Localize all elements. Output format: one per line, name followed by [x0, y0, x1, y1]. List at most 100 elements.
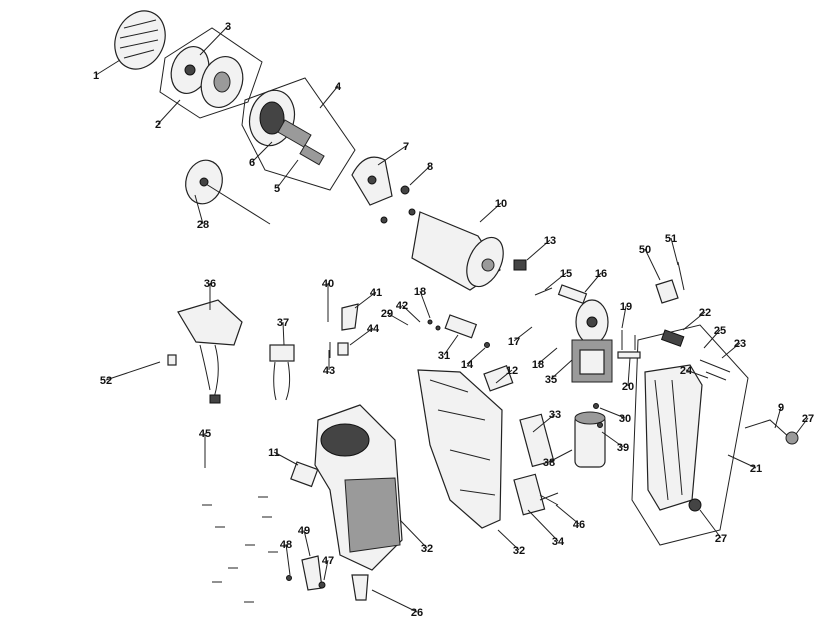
part-number-p11: 11 — [268, 447, 280, 459]
leader-line-p7 — [377, 145, 407, 166]
leader-line-p31 — [443, 334, 459, 356]
leader-line-p37 — [282, 321, 285, 346]
leader-line-p24 — [685, 369, 709, 379]
part-number-p27b: 27 — [715, 533, 727, 545]
part-number-p38: 38 — [543, 457, 555, 469]
part-number-p26: 26 — [411, 607, 423, 619]
leader-line-p3 — [199, 25, 229, 56]
part-number-p37: 37 — [277, 317, 289, 329]
part-number-p14: 14 — [461, 359, 474, 371]
part-number-p27: 27 — [802, 413, 814, 425]
part-number-p15: 15 — [560, 268, 572, 280]
part-number-p47: 47 — [322, 555, 334, 567]
leader-line-p12 — [495, 369, 513, 384]
leader-line-p27b — [699, 509, 722, 539]
leader-line-p48 — [285, 543, 291, 576]
leader-line-p18 — [419, 290, 431, 319]
part-number-p5: 5 — [274, 183, 280, 195]
housing-left — [314, 404, 403, 571]
part-number-p32: 32 — [421, 543, 433, 555]
part-number-p9: 9 — [778, 402, 784, 414]
part-number-p46: 46 — [573, 519, 585, 531]
leader-line-p49 — [303, 529, 311, 557]
leader-line-p27 — [795, 417, 809, 435]
part-number-p39: 39 — [617, 442, 629, 454]
part-number-p34: 34 — [552, 536, 565, 548]
part-number-p44: 44 — [367, 323, 380, 335]
part-number-p28: 28 — [197, 219, 209, 231]
housing-right — [417, 369, 503, 529]
leader-line-p5 — [276, 159, 299, 189]
part-number-p17: 17 — [508, 336, 520, 348]
switch-module — [269, 344, 295, 401]
part-number-p6: 6 — [249, 157, 255, 169]
leader-line-p16 — [584, 272, 602, 293]
part-number-p51: 51 — [665, 233, 677, 245]
part-number-p7: 7 — [403, 141, 409, 153]
leader-line-p32b — [497, 529, 520, 551]
part-number-p41: 41 — [370, 287, 382, 299]
part-number-p30: 30 — [619, 413, 631, 425]
part-number-p8: 8 — [427, 161, 433, 173]
part-number-p19: 19 — [620, 301, 632, 313]
trigger-parts — [286, 555, 369, 601]
gear-cartridge — [574, 411, 606, 468]
leader-line-p30 — [599, 407, 626, 419]
part-number-p23: 23 — [734, 338, 746, 350]
part-number-p18b: 18 — [532, 359, 544, 371]
gear-fasteners — [539, 330, 641, 501]
leader-line-p34 — [527, 509, 559, 542]
part-number-p13: 13 — [544, 235, 556, 247]
leader-line-p28 — [194, 194, 204, 225]
leader-line-p41 — [354, 291, 377, 309]
leader-line-p18b — [537, 347, 558, 365]
leader-line-p2 — [157, 99, 181, 125]
part-number-p1: 1 — [93, 70, 99, 82]
part-number-p16: 16 — [595, 268, 607, 280]
part-number-p29: 29 — [381, 308, 393, 320]
part-number-p22: 22 — [699, 307, 711, 319]
magazine-assembly — [631, 324, 749, 546]
leader-line-p35 — [550, 359, 573, 380]
small-components-middle — [327, 303, 359, 358]
motor-bracket — [351, 156, 416, 224]
leader-line-p52 — [105, 361, 161, 381]
motor — [411, 211, 504, 291]
wiring-harness — [167, 299, 243, 404]
leader-line-p19 — [621, 305, 627, 329]
part-number-p3: 3 — [225, 21, 231, 33]
leader-line-p11 — [273, 451, 299, 466]
leader-line-p4 — [319, 85, 339, 109]
callout-leaders — [95, 25, 809, 613]
part-number-p43: 43 — [323, 365, 335, 377]
leader-line-p14 — [466, 347, 486, 365]
leader-line-p20 — [627, 357, 631, 387]
part-number-p2: 2 — [155, 119, 161, 131]
part-number-p4: 4 — [335, 81, 342, 93]
leader-line-p46 — [555, 504, 580, 525]
leader-line-p15 — [544, 272, 567, 291]
part-number-p48: 48 — [280, 539, 292, 551]
part-number-p35: 35 — [545, 374, 557, 386]
leader-line-p29 — [386, 312, 409, 326]
fan-cover-assembly — [159, 27, 263, 119]
housing-screws — [202, 455, 278, 603]
leader-line-p17 — [513, 326, 533, 342]
small-components-upper — [513, 259, 588, 305]
leader-line-p39 — [601, 431, 624, 448]
leader-line-p44 — [349, 327, 374, 346]
part-number-p52: 52 — [100, 375, 112, 387]
leader-line-p50 — [644, 248, 661, 281]
leader-line-p22 — [682, 311, 706, 331]
part-number-p33: 33 — [549, 409, 561, 421]
part-number-p42: 42 — [396, 300, 408, 312]
latch-components — [655, 261, 799, 445]
part-number-p18: 18 — [414, 286, 426, 298]
leader-line-p25 — [703, 329, 721, 349]
leader-line-p9 — [774, 406, 782, 429]
leader-line-p47 — [323, 559, 329, 581]
fan-shaft — [185, 159, 271, 225]
part-number-p31: 31 — [438, 350, 450, 362]
